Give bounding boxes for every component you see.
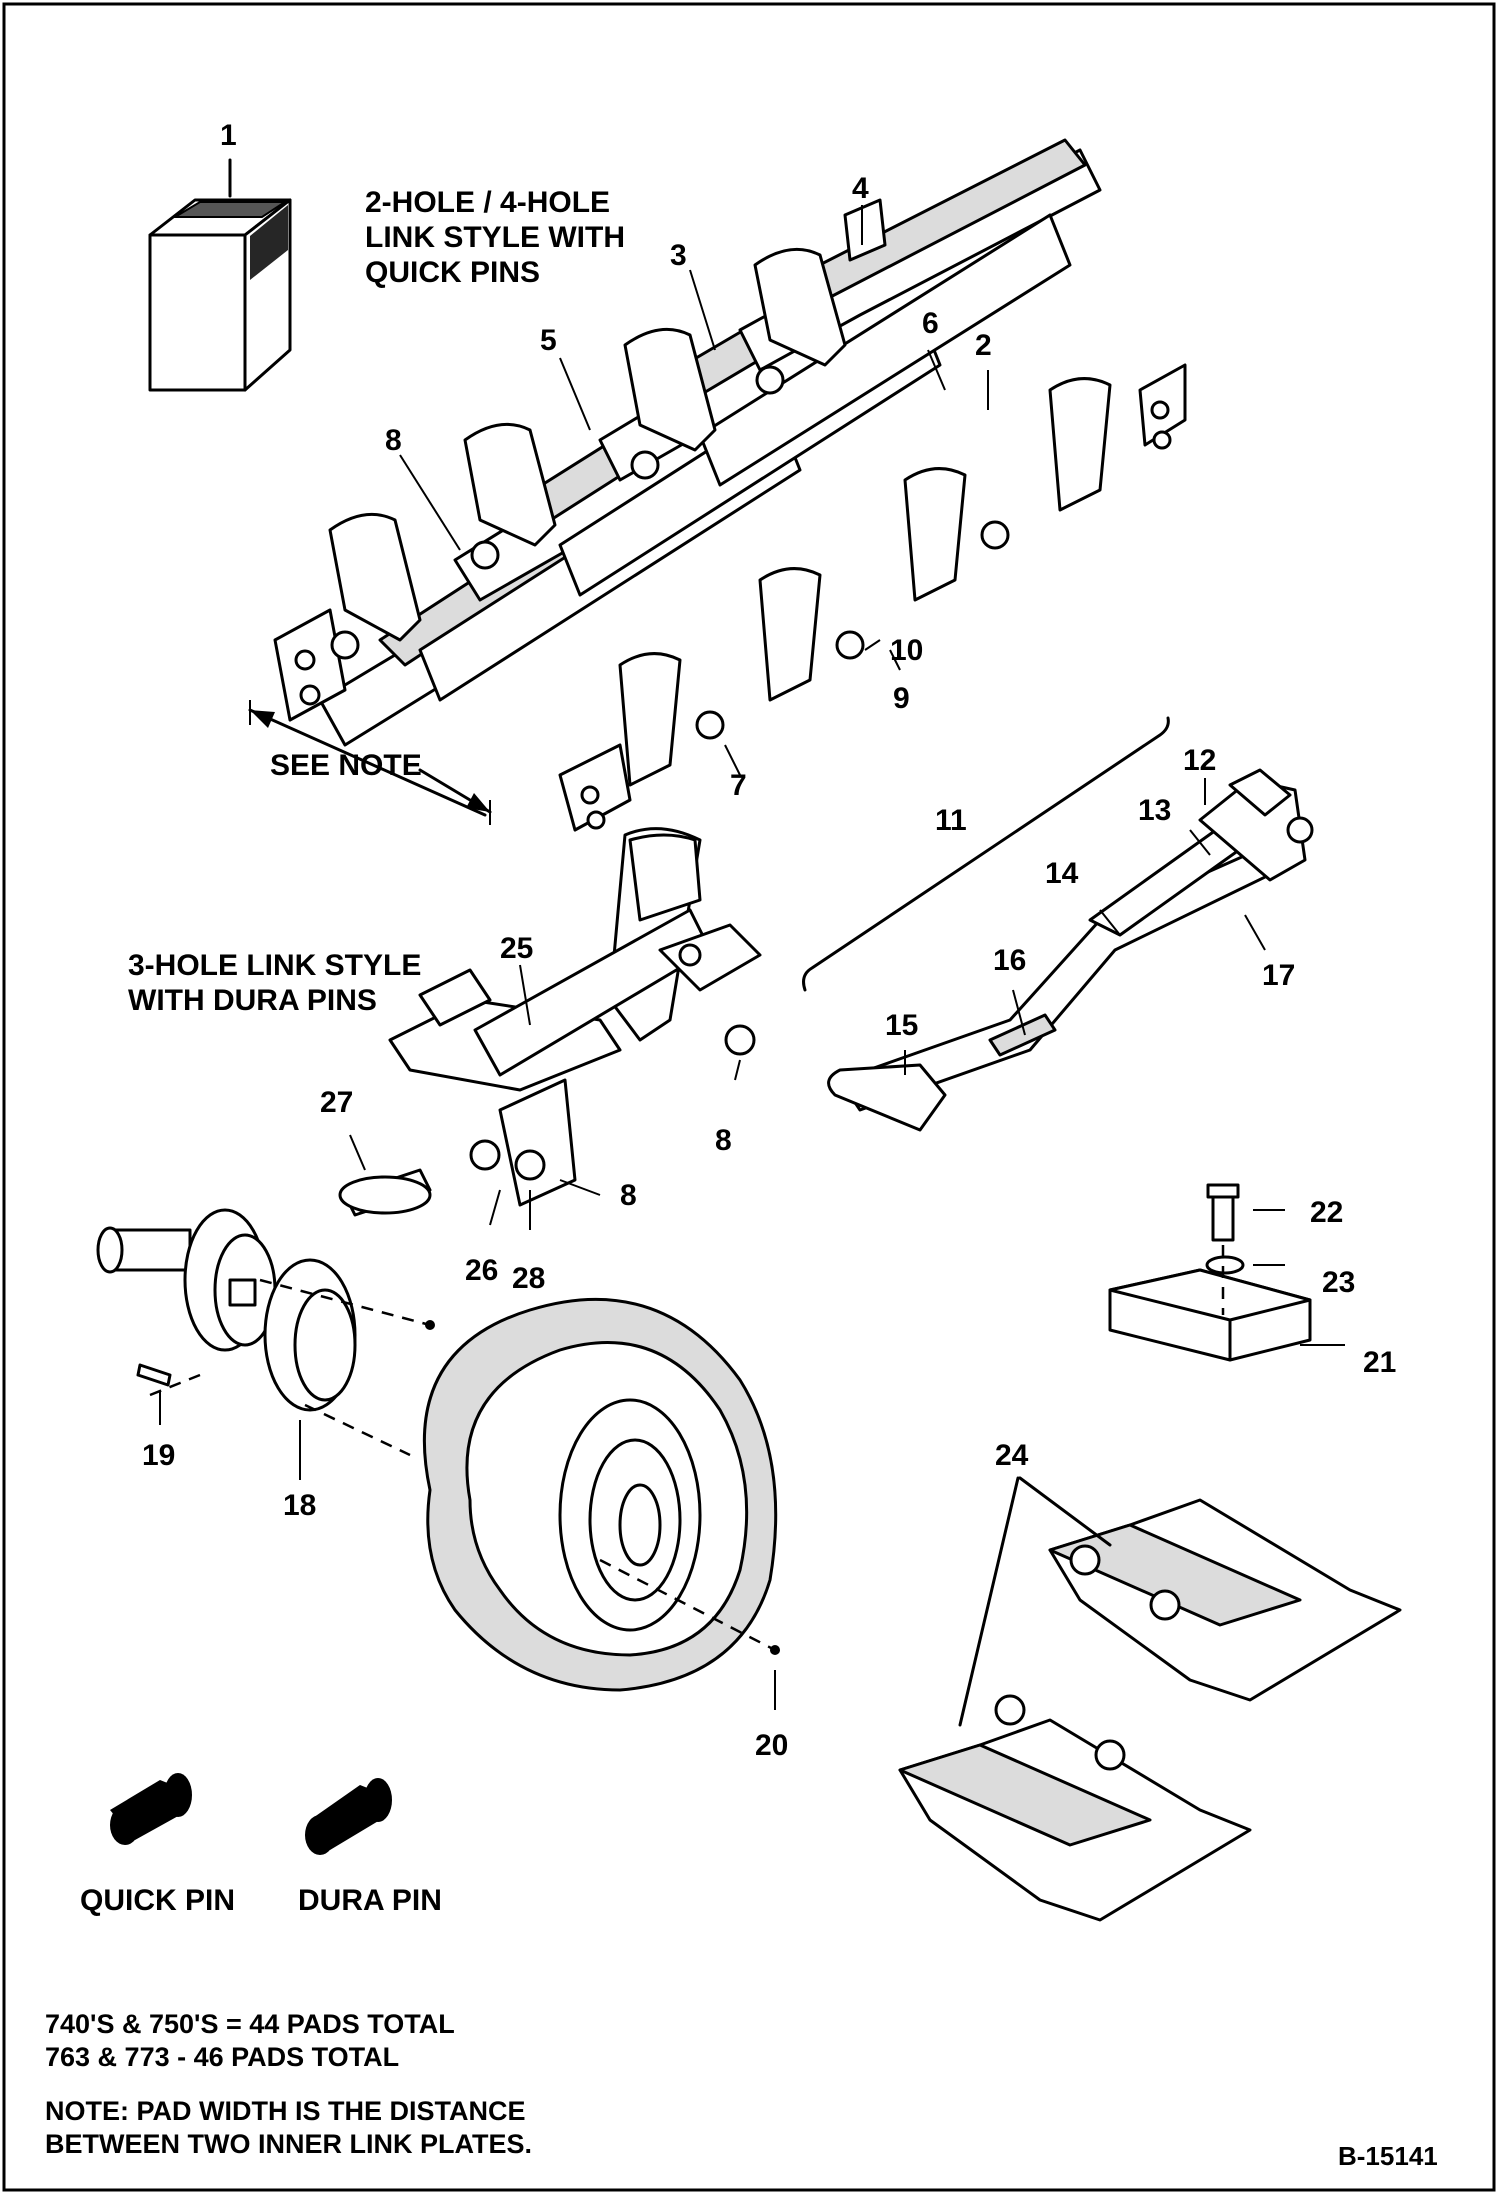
rubber-pads	[898, 1476, 1402, 1922]
note-pad-width-line-2: BETWEEN TWO INNER LINK PLATES.	[45, 2129, 532, 2159]
callout-14: 14	[1045, 857, 1079, 890]
tire-wheel-assembly	[422, 1297, 780, 1710]
callout-12: 12	[1183, 744, 1216, 777]
callout-9: 9	[893, 682, 910, 715]
callout-5: 5	[540, 324, 557, 357]
callout-15: 15	[885, 1009, 918, 1042]
callout-1: 1	[220, 119, 237, 152]
caption-3-hole-line-1: 3-HOLE LINK STYLE	[128, 949, 421, 982]
note-pads-total-740-750: 740'S & 750'S = 44 PADS TOTAL	[45, 2009, 455, 2039]
callout-17: 17	[1262, 959, 1295, 992]
caption-3-hole-line-2: WITH DURA PINS	[128, 984, 377, 1017]
callout-11: 11	[935, 804, 967, 837]
drawing-number: B-15141	[1338, 2141, 1438, 2171]
callout-3: 3	[670, 239, 687, 272]
three-hole-link-assembly	[338, 827, 762, 1230]
caption-dura-pin: DURA PIN	[298, 1884, 442, 1917]
note-pads-total-763-773: 763 & 773 - 46 PADS TOTAL	[45, 2042, 399, 2072]
callout-7: 7	[730, 769, 747, 802]
callout-19: 19	[142, 1439, 175, 1472]
caption-see-note: SEE NOTE	[270, 749, 422, 782]
callout-28: 28	[512, 1262, 545, 1295]
spacer-block-assembly	[1108, 1183, 1345, 1362]
callout-27: 27	[320, 1086, 353, 1119]
callout-16: 16	[993, 944, 1026, 977]
callout-6: 6	[922, 307, 939, 340]
callout-13: 13	[1138, 794, 1171, 827]
dura-pin-illustration	[305, 1778, 392, 1855]
quick-pin-illustration	[110, 1773, 192, 1845]
track-tool-assembly	[802, 716, 1314, 1132]
callout-18: 18	[283, 1489, 316, 1522]
part-1-kit-box	[148, 158, 292, 392]
note-pad-width-line-1: NOTE: PAD WIDTH IS THE DISTANCE	[45, 2096, 526, 2126]
callout-24: 24	[995, 1439, 1029, 1472]
callout-8-link-lower: 8	[620, 1179, 637, 1212]
callout-23: 23	[1322, 1266, 1355, 1299]
callout-25: 25	[500, 932, 533, 965]
caption-link-style-line-3: QUICK PINS	[365, 256, 540, 289]
hub-spacer-assembly	[96, 1208, 435, 1480]
callout-8-link-right: 8	[715, 1124, 732, 1157]
callout-21: 21	[1363, 1346, 1396, 1379]
callout-4: 4	[852, 172, 869, 205]
upper-track-assembly	[248, 138, 1187, 832]
callout-26: 26	[465, 1254, 498, 1287]
callout-2: 2	[975, 329, 992, 362]
caption-link-style-line-2: LINK STYLE WITH	[365, 221, 625, 254]
callout-10: 10	[890, 634, 923, 667]
callout-22: 22	[1310, 1196, 1343, 1229]
callout-20: 20	[755, 1729, 788, 1762]
callout-8-upper: 8	[385, 424, 402, 457]
caption-link-style-line-1: 2-HOLE / 4-HOLE	[365, 186, 610, 219]
caption-quick-pin: QUICK PIN	[80, 1884, 235, 1917]
